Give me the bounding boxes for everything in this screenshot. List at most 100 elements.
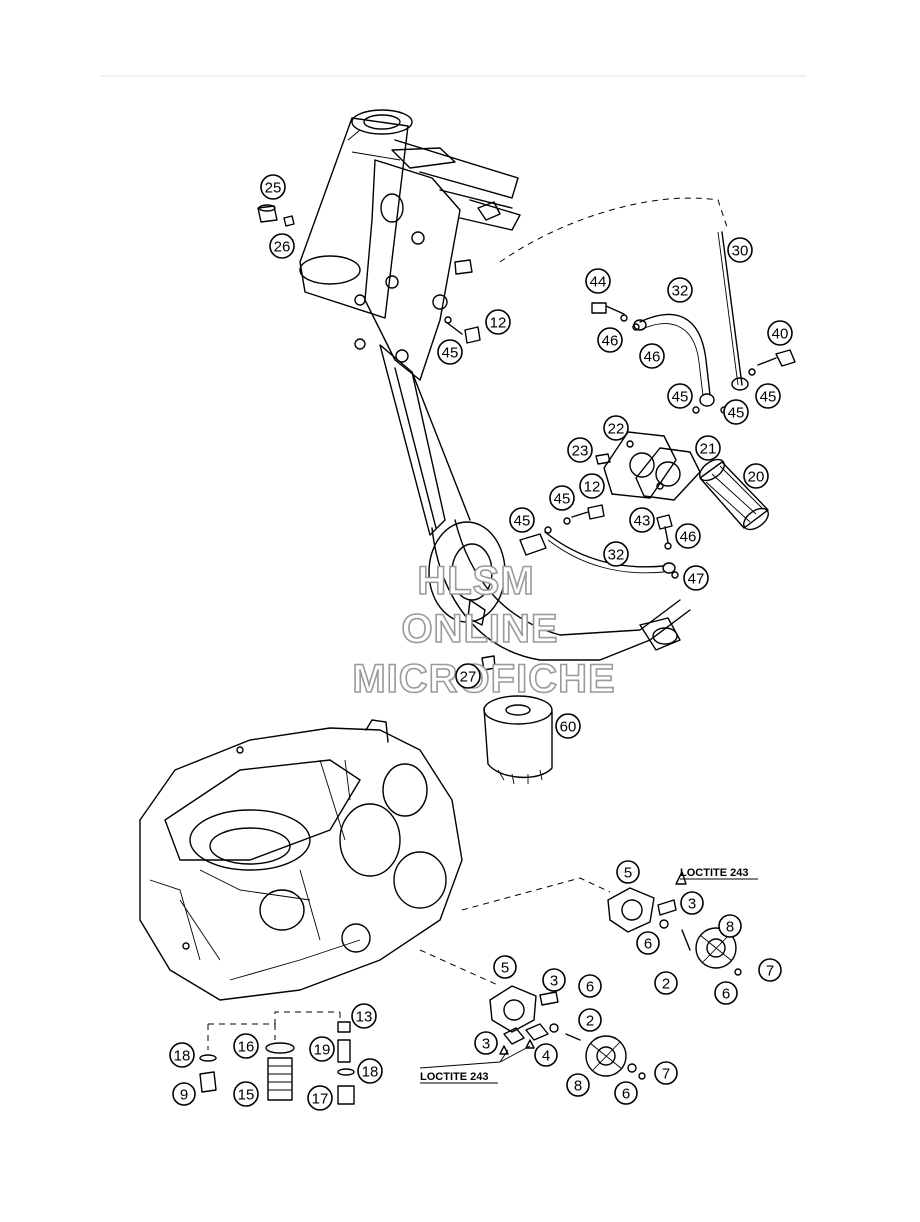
callout-circle: [603, 541, 629, 567]
callout-circle: [233, 1081, 259, 1107]
svg-text:LOCTITE 243: LOCTITE 243: [420, 1071, 488, 1083]
callout-7: 7: [758, 958, 782, 982]
callout-circle: [597, 327, 623, 353]
callout-label: 60: [560, 719, 577, 736]
callout-30: 30: [727, 237, 753, 263]
callout-circle: [654, 1061, 678, 1085]
callout-32: 32: [667, 277, 693, 303]
callout-label: 25: [265, 180, 282, 197]
callout-21: 21: [695, 435, 721, 461]
callout-label: 32: [608, 547, 625, 564]
callout-circle: [695, 435, 721, 461]
callout-circle: [758, 958, 782, 982]
callout-7: 7: [654, 1061, 678, 1085]
callout-label: 45: [442, 345, 459, 362]
callout-15: 15: [233, 1081, 259, 1107]
callout-label: 46: [644, 349, 661, 366]
callout-circle: [357, 1058, 383, 1084]
callout-23: 23: [567, 437, 593, 463]
callout-circle: [307, 1085, 333, 1111]
callout-label: 20: [748, 469, 765, 486]
callout-8: 8: [566, 1073, 590, 1097]
filter-assembly: [483, 431, 769, 785]
callout-label: 23: [572, 443, 589, 460]
callout-circle: [636, 931, 660, 955]
callout-46: 46: [597, 327, 623, 353]
callout-3: 3: [542, 968, 566, 992]
callout-label: 46: [680, 529, 697, 546]
callout-label: 22: [608, 421, 625, 438]
callout-3: 3: [474, 1031, 498, 1055]
drain-parts: [199, 1011, 355, 1105]
callout-label: 45: [554, 491, 571, 508]
callout-label: 8: [726, 919, 734, 936]
callout-label: 8: [574, 1078, 582, 1095]
callout-label: 17: [312, 1091, 329, 1108]
callout-label: 6: [722, 986, 730, 1003]
callout-5: 5: [616, 860, 640, 884]
callout-label: 7: [662, 1066, 670, 1083]
loctite-note-upper: LOCTITE 243: [680, 867, 758, 880]
callout-label: 13: [356, 1009, 373, 1026]
callout-6: 6: [636, 931, 660, 955]
callout-2: 2: [578, 1008, 602, 1032]
callout-label: 5: [624, 865, 632, 882]
watermark: HLSM ONLINE MICROFICHE: [352, 558, 616, 702]
callout-circle: [351, 1003, 377, 1029]
callout-circle: [172, 1082, 196, 1106]
oil-lines: [257, 197, 796, 671]
frame-drawing: [299, 109, 691, 661]
loctite-note-lower: LOCTITE 243: [420, 1071, 498, 1084]
callout-19: 19: [309, 1036, 335, 1062]
callout-label: 45: [514, 513, 531, 530]
callout-45: 45: [437, 339, 463, 365]
callout-46: 46: [639, 343, 665, 369]
callout-2: 2: [654, 971, 678, 995]
callout-circle: [667, 383, 693, 409]
callout-label: 6: [586, 979, 594, 996]
callout-label: 18: [174, 1048, 191, 1065]
callout-circle: [542, 968, 566, 992]
callout-45: 45: [723, 399, 749, 425]
callout-circle: [603, 415, 629, 441]
callout-45: 45: [549, 485, 575, 511]
callout-22: 22: [603, 415, 629, 441]
callout-label: 43: [634, 513, 651, 530]
callout-label: 46: [602, 333, 619, 350]
callout-label: 2: [662, 976, 670, 993]
callout-circle: [616, 860, 640, 884]
callout-label: 30: [732, 243, 749, 260]
callout-label: 3: [688, 896, 696, 913]
callout-20: 20: [743, 463, 769, 489]
callout-label: 15: [238, 1087, 255, 1104]
callout-circle: [743, 463, 769, 489]
callout-circle: [437, 339, 463, 365]
callout-circle: [654, 971, 678, 995]
svg-text:HLSM: HLSM: [417, 559, 534, 603]
callout-44: 44: [585, 268, 611, 294]
callout-12: 12: [579, 473, 605, 499]
callout-label: 4: [542, 1048, 550, 1065]
svg-text:ONLINE: ONLINE: [401, 607, 558, 651]
callout-label: 5: [501, 960, 509, 977]
callout-45: 45: [755, 383, 781, 409]
callout-circle: [566, 1073, 590, 1097]
callout-27: 27: [455, 663, 481, 689]
callout-6: 6: [578, 974, 602, 998]
callout-circle: [509, 507, 535, 533]
callout-40: 40: [767, 320, 793, 346]
callout-label: 27: [460, 669, 477, 686]
callout-label: 16: [238, 1039, 255, 1056]
callout-6: 6: [714, 981, 738, 1005]
callout-circle: [714, 981, 738, 1005]
callout-circle: [549, 485, 575, 511]
callout-circle: [585, 268, 611, 294]
callout-32: 32: [603, 541, 629, 567]
callout-45: 45: [667, 383, 693, 409]
callout-circle: [309, 1036, 335, 1062]
callout-circle: [718, 914, 742, 938]
callout-circle: [169, 1042, 195, 1068]
callout-label: 45: [672, 389, 689, 406]
callout-5: 5: [493, 955, 517, 979]
